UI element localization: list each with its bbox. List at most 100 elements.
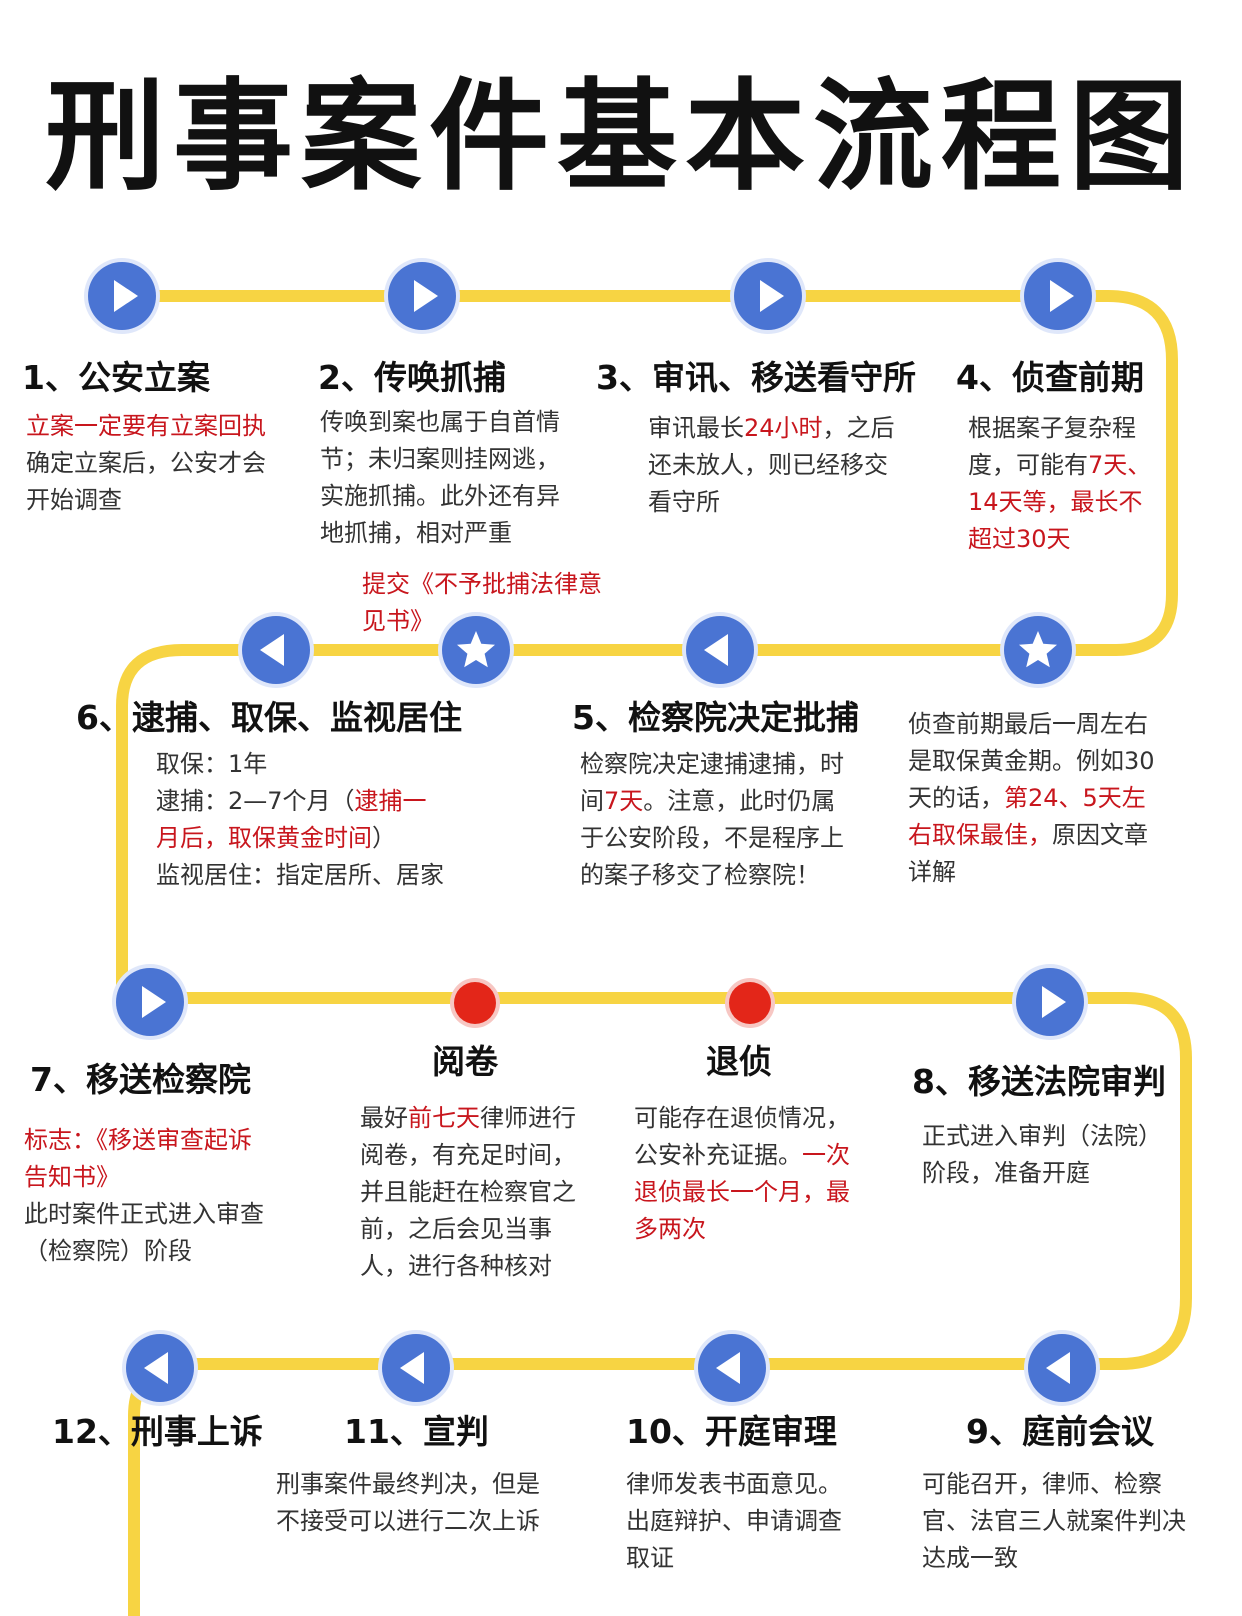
- description-line: 度，可能有7天、: [968, 447, 1188, 484]
- description-line: 监视居住：指定居所、居家: [156, 857, 476, 894]
- step-title: 4、侦查前期: [956, 358, 1144, 397]
- body-text: 开始调查: [26, 486, 122, 514]
- description-line: 右取保最佳，原因文章: [908, 817, 1178, 854]
- step-title: 阅卷: [432, 1042, 498, 1081]
- description-line: 还未放人，则已经移交: [648, 447, 933, 484]
- step-title: 12、刑事上诉: [52, 1412, 263, 1451]
- body-text: 还未放人，则已经移交: [648, 451, 888, 479]
- step-title: 3、审讯、移送看守所: [596, 358, 916, 397]
- highlight-text: 超过30天: [968, 525, 1071, 553]
- description-line: 标志：《移送审查起诉: [24, 1122, 314, 1159]
- highlight-text: 前七天: [408, 1104, 480, 1132]
- description-line: 人，进行各种核对: [360, 1248, 615, 1285]
- body-text: 。注意，此时仍属: [643, 787, 836, 815]
- description-line: 律师发表书面意见。: [626, 1466, 896, 1503]
- description-line: 检察院决定逮捕逮捕，时: [580, 746, 880, 783]
- body-text: 检察院决定逮捕逮捕，时: [580, 750, 844, 778]
- description-line: 开始调查: [26, 482, 311, 519]
- step-title: 10、开庭审理: [626, 1412, 837, 1451]
- description-line: 见书》: [362, 603, 652, 640]
- return-dot-icon: [729, 982, 771, 1024]
- description-line: 间7天。注意，此时仍属: [580, 783, 880, 820]
- body-text: 官、法官三人就案件判决: [922, 1507, 1186, 1535]
- body-text: 节；未归案则挂网逃，: [320, 445, 560, 473]
- highlight-text: 提交《不予批捕法律意: [362, 570, 602, 598]
- body-text: 监视居住：指定居所、居家: [156, 861, 444, 889]
- step-description: 立案一定要有立案回执确定立案后，公安才会开始调查: [26, 408, 311, 519]
- step-title: 1、公安立案: [22, 358, 210, 397]
- description-line: 月后，取保黄金时间）: [156, 820, 476, 857]
- step-title: 2、传唤抓捕: [318, 358, 506, 397]
- step-title: 11、宣判: [344, 1412, 489, 1451]
- step-title: 7、移送检察院: [30, 1060, 251, 1099]
- description-line: 公安补充证据。一次: [634, 1137, 889, 1174]
- description-line: 立案一定要有立案回执: [26, 408, 311, 445]
- highlight-text: 第24、5天左: [1004, 784, 1146, 812]
- body-text: 地抓捕，相对严重: [320, 519, 512, 547]
- description-line: 节；未归案则挂网逃，: [320, 441, 605, 478]
- description-line: 14天等，最长不: [968, 484, 1188, 521]
- step-5-play-icon: [686, 616, 754, 684]
- highlight-text: 退侦最长一个月，最: [634, 1178, 850, 1206]
- step-description: 正式进入审判（法院） 阶段，准备开庭: [922, 1118, 1212, 1192]
- highlight-text: 告知书》: [24, 1163, 120, 1191]
- step-title: 5、检察院决定批捕: [572, 698, 859, 737]
- body-text: 逮捕：2—7个月（: [156, 787, 355, 815]
- step-description: 标志：《移送审查起诉告知书》此时案件正式进入审查（检察院）阶段: [24, 1122, 314, 1270]
- highlight-text: 右取保最佳，: [908, 821, 1052, 849]
- body-text: 根据案子复杂程: [968, 414, 1136, 442]
- description-line: 最好前七天律师进行: [360, 1100, 615, 1137]
- description-line: 根据案子复杂程: [968, 410, 1188, 447]
- step-1-play-icon: [88, 262, 156, 330]
- star-icon: [442, 616, 510, 684]
- body-text: 审讯最长: [648, 414, 744, 442]
- description-line: 退侦最长一个月，最: [634, 1174, 889, 1211]
- body-text: 正式进入审判（法院）: [922, 1122, 1162, 1150]
- step-4-play-icon: [1024, 262, 1092, 330]
- description-line: 阶段，准备开庭: [922, 1155, 1212, 1192]
- step-description: 检察院决定逮捕逮捕，时间7天。注意，此时仍属于公安阶段，不是程序上的案子移交了检…: [580, 746, 880, 894]
- highlight-text: 一次: [802, 1141, 850, 1169]
- step-7-play-icon: [116, 968, 184, 1036]
- body-text: （检察院）阶段: [24, 1237, 192, 1265]
- step-2-play-icon: [388, 262, 456, 330]
- step-title: 8、移送法院审判: [912, 1062, 1166, 1101]
- step-title: 6、逮捕、取保、监视居住: [76, 698, 462, 737]
- description-line: 可能存在退侦情况，: [634, 1100, 889, 1137]
- step-title: 退侦: [706, 1042, 772, 1081]
- body-text: ，之后: [822, 414, 895, 442]
- description-line: 地抓捕，相对严重: [320, 515, 605, 552]
- body-text: 可能召开，律师、检察: [922, 1470, 1162, 1498]
- body-text: 出庭辩护、申请调查: [626, 1507, 842, 1535]
- body-text: 天的话，: [908, 784, 1004, 812]
- step-description: 可能存在退侦情况，公安补充证据。一次退侦最长一个月，最多两次: [634, 1100, 889, 1248]
- description-line: 实施抓捕。此外还有异: [320, 478, 605, 515]
- highlight-text: 逮捕一: [354, 787, 427, 815]
- description-line: 看守所: [648, 484, 933, 521]
- description-line: 详解: [908, 854, 1178, 891]
- description-line: 正式进入审判（法院）: [922, 1118, 1212, 1155]
- step-title: 9、庭前会议: [966, 1412, 1154, 1451]
- description-line: 是取保黄金期。例如30: [908, 743, 1178, 780]
- body-text: ）: [372, 824, 396, 852]
- step-description: 律师发表书面意见。出庭辩护、申请调查取证: [626, 1466, 896, 1577]
- flow-track-path: [116, 290, 1192, 1616]
- step-3-play-icon: [734, 262, 802, 330]
- review-dot-icon: [454, 982, 496, 1024]
- body-text: 是取保黄金期。例如30: [908, 747, 1155, 775]
- description-line: 阅卷，有充足时间，: [360, 1137, 615, 1174]
- description-line: 逮捕：2—7个月（逮捕一: [156, 783, 476, 820]
- body-text: 传唤到案也属于自首情: [320, 408, 560, 436]
- step-description: 可能召开，律师、检察官、法官三人就案件判决达成一致: [922, 1466, 1222, 1577]
- body-text: 度，可能有: [968, 451, 1088, 479]
- body-text: 实施抓捕。此外还有异: [320, 482, 560, 510]
- step-description: 审讯最长24小时，之后还未放人，则已经移交看守所: [648, 410, 933, 521]
- description-line: 于公安阶段，不是程序上: [580, 820, 880, 857]
- description-line: 出庭辩护、申请调查: [626, 1503, 896, 1540]
- body-text: 人，进行各种核对: [360, 1252, 552, 1280]
- body-text: 看守所: [648, 488, 720, 516]
- description-line: 传唤到案也属于自首情: [320, 404, 605, 441]
- body-text: 最好: [360, 1104, 408, 1132]
- body-text: 刑事案件最终判决，但是: [276, 1470, 540, 1498]
